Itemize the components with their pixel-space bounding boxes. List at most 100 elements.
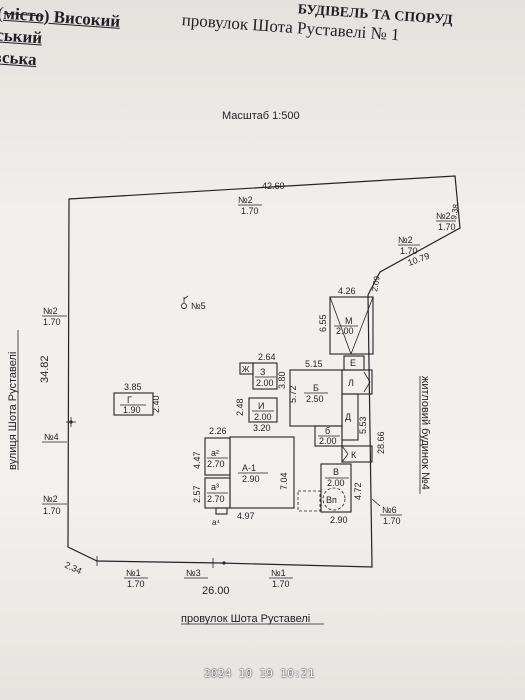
svg-text:2.00: 2.00 xyxy=(319,436,337,446)
neighbor-left-lower: №2 1.70 xyxy=(42,494,67,516)
svg-text:1.70: 1.70 xyxy=(43,506,61,516)
building-v: В 2.00 2.90 4.72 xyxy=(320,463,363,525)
svg-text:3.20: 3.20 xyxy=(253,423,271,433)
svg-text:2.90: 2.90 xyxy=(242,474,260,484)
neighbor-right-slope: №2 1.70 xyxy=(398,235,420,256)
svg-text:2.00: 2.00 xyxy=(256,378,274,388)
svg-text:а³: а³ xyxy=(211,482,219,492)
building-d: Д 5.53 xyxy=(341,393,368,441)
svg-text:а²: а² xyxy=(211,448,219,458)
svg-text:1.70: 1.70 xyxy=(272,579,290,589)
neighbor-bottom-left: №1 1.70 xyxy=(124,568,148,589)
svg-text:Л: Л xyxy=(348,378,354,388)
dim-top: 42.60 xyxy=(262,181,285,191)
svg-text:Г: Г xyxy=(127,395,132,405)
svg-text:7.04: 7.04 xyxy=(279,472,289,490)
svg-text:Е: Е xyxy=(350,358,356,368)
svg-text:№6: №6 xyxy=(382,505,397,515)
svg-text:И: И xyxy=(258,401,264,411)
svg-text:А-1: А-1 xyxy=(242,463,256,473)
svg-text:Вп: Вп xyxy=(326,495,337,505)
building-k: К xyxy=(341,445,373,463)
building-m: 4.26 6.55 М 2.00 xyxy=(318,286,374,355)
boundary-ticks xyxy=(66,417,381,568)
svg-text:б: б xyxy=(325,426,330,436)
svg-text:5.72: 5.72 xyxy=(288,385,298,403)
svg-text:№1: №1 xyxy=(271,568,286,578)
dim-left: 34.82 xyxy=(39,355,51,383)
building-i: 2.48 3.20 И 2.00 xyxy=(235,397,278,433)
svg-text:2.40: 2.40 xyxy=(151,395,161,413)
svg-text:4.26: 4.26 xyxy=(338,286,356,296)
svg-text:4.47: 4.47 xyxy=(192,451,202,469)
svg-text:2.00: 2.00 xyxy=(327,478,345,488)
svg-text:3.85: 3.85 xyxy=(124,382,142,392)
svg-text:1.70: 1.70 xyxy=(127,579,145,589)
svg-text:2.00: 2.00 xyxy=(336,326,354,336)
building-a4: а⁴ xyxy=(212,507,228,527)
svg-text:4.72: 4.72 xyxy=(353,482,363,500)
dim-bottom-left: 2.34 xyxy=(63,560,83,576)
svg-text:а⁴: а⁴ xyxy=(212,518,220,527)
dim-right-long: 28.66 xyxy=(376,431,386,454)
building-a1: А-1 2.90 4.97 7.04 xyxy=(229,436,295,521)
svg-text:5.15: 5.15 xyxy=(305,359,323,369)
svg-text:2.64: 2.64 xyxy=(258,352,276,362)
svg-text:Б: Б xyxy=(313,383,319,393)
svg-text:№4: №4 xyxy=(44,432,59,442)
svg-text:3.80: 3.80 xyxy=(277,371,287,389)
building-zh: Ж xyxy=(239,362,254,375)
neighbor-bottom-middle: №3 xyxy=(184,568,208,579)
svg-text:№2: №2 xyxy=(238,195,253,205)
svg-text:4.97: 4.97 xyxy=(237,511,255,521)
svg-text:Д: Д xyxy=(345,412,351,422)
dim-right-short: 2.09 xyxy=(370,275,382,292)
svg-text:№2: №2 xyxy=(43,494,58,504)
svg-text:2.57: 2.57 xyxy=(192,485,202,503)
neighbor-top-right-corner: №2 1.70 xyxy=(436,211,456,232)
svg-text:К: К xyxy=(351,450,357,460)
plot-boundary xyxy=(67,175,461,568)
svg-text:М: М xyxy=(345,316,353,326)
svg-text:1.90: 1.90 xyxy=(123,405,141,415)
neighbor-top: №2 1.70 xyxy=(238,195,262,216)
building-a3: 2.57 а³ 2.70 xyxy=(192,477,231,509)
building-b: 5.15 5.72 Б 2.50 xyxy=(288,359,343,427)
svg-text:2.90: 2.90 xyxy=(330,515,348,525)
svg-text:2.50: 2.50 xyxy=(306,394,324,404)
svg-text:2.00: 2.00 xyxy=(254,412,272,422)
svg-text:2.70: 2.70 xyxy=(207,494,225,504)
svg-text:№2: №2 xyxy=(43,306,58,316)
svg-text:2.48: 2.48 xyxy=(235,398,245,416)
scale-label: Масштаб 1:500 xyxy=(222,110,300,122)
building-e: Е xyxy=(343,355,365,371)
street-bottom-label: провулок Шота Руставелі xyxy=(181,613,324,625)
building-g: 3.85 2.40 Г 1.90 xyxy=(113,382,161,416)
building-vp: Вп xyxy=(297,487,346,512)
building-l: Л xyxy=(341,369,373,395)
dim-bottom: 26.00 xyxy=(202,585,230,597)
svg-text:вулиця Шота Руставелі: вулиця Шота Руставелі xyxy=(7,352,19,470)
svg-text:В: В xyxy=(333,467,339,477)
svg-text:5.53: 5.53 xyxy=(358,416,368,434)
street-right-label: житловий будинок №4 xyxy=(419,376,431,494)
svg-text:Ж: Ж xyxy=(242,365,250,374)
svg-text:№2: №2 xyxy=(436,211,451,221)
neighbor-bottom-right: №1 1.70 xyxy=(269,568,293,589)
neighbor-left-middle: №4 xyxy=(42,432,67,443)
svg-text:житловий будинок №4: житловий будинок №4 xyxy=(419,376,431,490)
svg-text:2.70: 2.70 xyxy=(207,459,225,469)
neighbor-left-upper: №2 1.70 xyxy=(42,306,67,327)
tree-label: №5 xyxy=(191,301,206,311)
building-a2: 2.26 4.47 а² 2.70 xyxy=(192,426,231,476)
svg-text:№1: №1 xyxy=(126,568,141,578)
svg-text:1.70: 1.70 xyxy=(438,222,456,232)
svg-text:1.70: 1.70 xyxy=(383,516,401,526)
svg-text:№3: №3 xyxy=(186,568,201,578)
svg-text:6.55: 6.55 xyxy=(318,314,328,332)
tree-icon xyxy=(180,295,189,309)
building-b-small: б 2.00 xyxy=(314,425,343,447)
svg-text:1.70: 1.70 xyxy=(241,206,259,216)
dim-right-top: 9.38 xyxy=(449,203,461,220)
